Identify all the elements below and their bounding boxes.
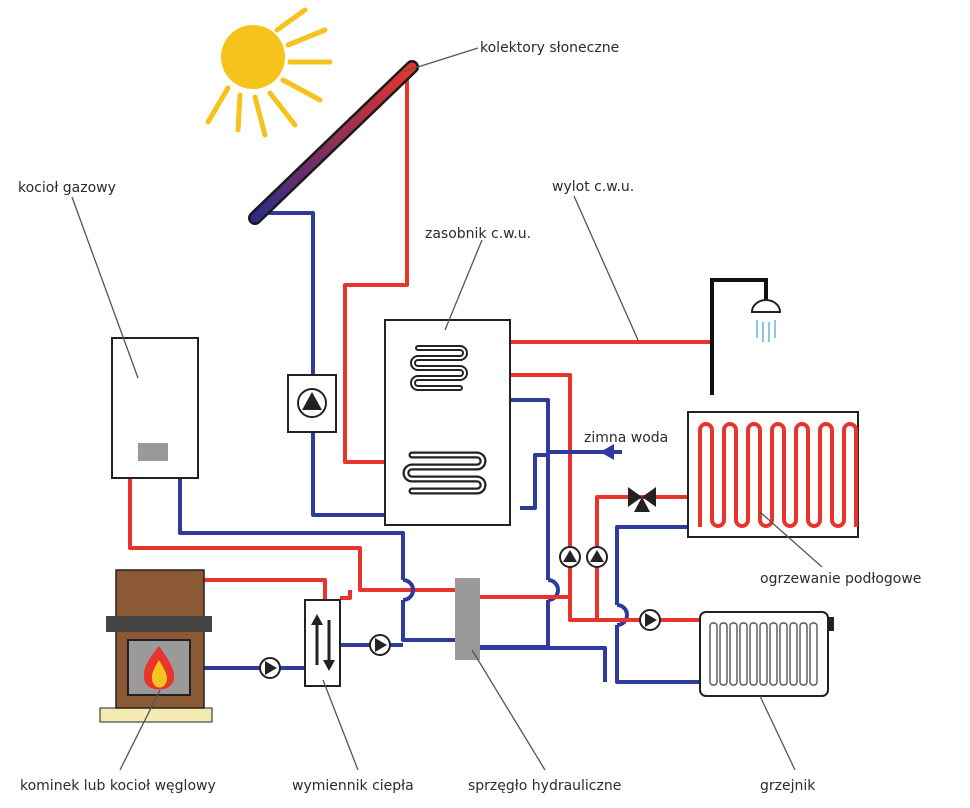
radiator [699, 611, 834, 697]
label-solar-collectors: kolektory słoneczne [480, 40, 619, 56]
label-gas-boiler: kocioł gazowy [18, 180, 116, 196]
label-hydraulic-coupler: sprzęgło hydrauliczne [468, 778, 621, 794]
fireplace [99, 569, 213, 723]
pump-icon [369, 634, 391, 656]
solar-pump [287, 374, 337, 433]
dhw-tank [384, 319, 511, 526]
shower [710, 278, 782, 395]
leader-lines [71, 47, 823, 771]
sun-icon [205, 7, 333, 138]
solar-loop-pipes [265, 70, 409, 517]
label-fireplace: kominek lub kocioł węglowy [20, 778, 216, 794]
label-radiator: grzejnik [760, 778, 816, 794]
pump-icon [259, 657, 281, 679]
mixing-valve-icon [628, 487, 656, 512]
fire-icon [143, 646, 175, 690]
pump-icon [639, 609, 661, 631]
floor-heating [687, 411, 859, 538]
pump-icon [559, 546, 581, 568]
label-heat-exchanger: wymiennik ciepła [292, 778, 414, 794]
pump-icon [586, 546, 608, 568]
hydraulic-coupler [455, 578, 480, 660]
pump-icons [259, 546, 661, 679]
solar-collector [248, 60, 419, 225]
heating-pipes [128, 340, 712, 684]
water-drops-icon [756, 320, 776, 342]
labels: kolektory słoneczne kocioł gazowy wylot … [18, 40, 921, 794]
gas-boiler [111, 337, 199, 479]
label-dhw-outlet: wylot c.w.u. [552, 179, 634, 195]
label-floor-heating: ogrzewanie podłogowe [760, 571, 921, 587]
heat-exchanger [304, 599, 341, 687]
label-dhw-tank: zasobnik c.w.u. [425, 226, 531, 242]
label-cold-water: zimna woda [584, 430, 668, 446]
